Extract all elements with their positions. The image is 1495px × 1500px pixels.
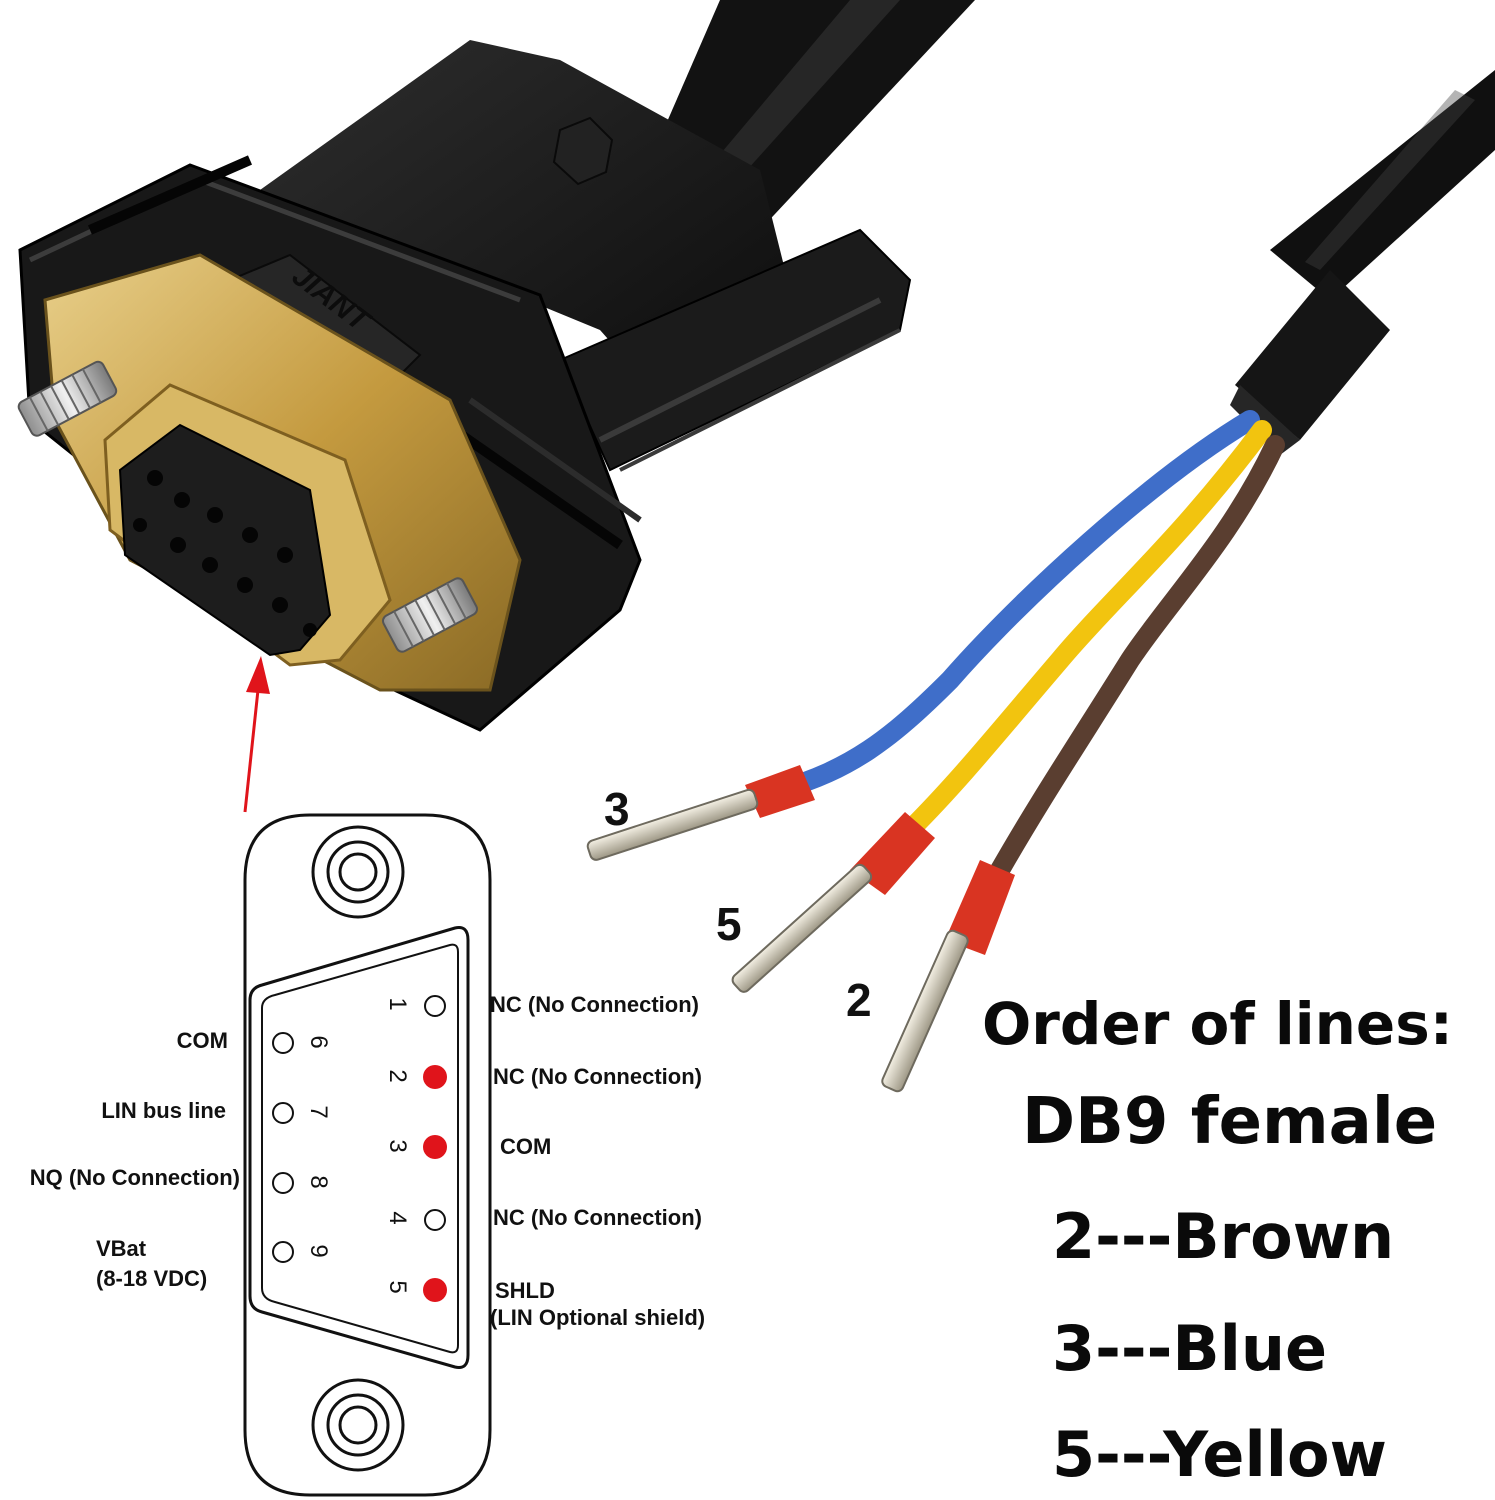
- pin-5-circle: [423, 1278, 447, 1302]
- order-line-brown: 2---Brown: [1052, 1200, 1395, 1273]
- pointer-arrow: [243, 656, 270, 813]
- pin-6-label: COM: [176, 1028, 228, 1053]
- pin-number-7: 7: [305, 1105, 332, 1119]
- pin-circles: [272, 995, 447, 1302]
- pin-8-circle: [272, 1172, 294, 1194]
- pinout-diagram: [243, 813, 492, 1497]
- right-cable: [1230, 70, 1495, 455]
- pin-4-label: NC (No Connection): [493, 1205, 702, 1230]
- pin-8-label: NQ (No Connection): [29, 1165, 240, 1190]
- order-line-blue: 3---Blue: [1052, 1312, 1328, 1385]
- pin-6-circle: [272, 1032, 294, 1054]
- pin-1-label: NC (No Connection): [490, 992, 699, 1017]
- wire-number-blue: 3: [604, 783, 630, 835]
- wire-number-yellow: 5: [716, 898, 742, 950]
- pin-number-4: 4: [384, 1211, 411, 1225]
- pin-9-sublabel: (8-18 VDC): [96, 1266, 208, 1291]
- order-line-yellow: 5---Yellow: [1052, 1418, 1387, 1491]
- wire-brown: [990, 435, 1285, 880]
- pin-7-label: LIN bus line: [101, 1098, 226, 1123]
- pin-4-circle: [424, 1209, 446, 1231]
- pin-number-5: 5: [384, 1280, 411, 1294]
- pin-3-circle: [423, 1135, 447, 1159]
- pin-number-9: 9: [305, 1244, 332, 1258]
- wire-number-brown: 2: [846, 974, 872, 1026]
- ferrule-yellow: [731, 812, 935, 993]
- pin-number-1: 1: [384, 997, 411, 1011]
- xt-mark: [552, 116, 614, 186]
- order-title: Order of lines:: [982, 990, 1453, 1058]
- pin-number-3: 3: [384, 1139, 411, 1153]
- ferrule-brown: [881, 860, 1015, 1093]
- wires: [770, 410, 1285, 880]
- wire-yellow: [900, 420, 1272, 840]
- screw-right: [381, 577, 479, 653]
- order-subtitle: DB9 female: [1022, 1085, 1438, 1159]
- pin-7-circle: [272, 1102, 294, 1124]
- pin-5-sublabel: (LIN Optional shield): [490, 1305, 706, 1330]
- pin-9-label: VBat: [96, 1236, 147, 1261]
- pin-3-label: COM: [500, 1134, 552, 1159]
- pin-1-circle: [424, 995, 446, 1017]
- pin-number-6: 6: [305, 1035, 332, 1049]
- db9-connector: JIANT: [17, 40, 912, 732]
- pin-number-8: 8: [305, 1175, 332, 1189]
- pin-2-circle: [423, 1065, 447, 1089]
- screw-left: [17, 360, 118, 437]
- ferrule-blue: [586, 765, 815, 861]
- pin-9-circle: [272, 1241, 294, 1263]
- pin-number-2: 2: [384, 1069, 411, 1083]
- wire-blue: [770, 410, 1260, 800]
- pin-2-label: NC (No Connection): [493, 1064, 702, 1089]
- pin-5-label: SHLD: [495, 1278, 555, 1303]
